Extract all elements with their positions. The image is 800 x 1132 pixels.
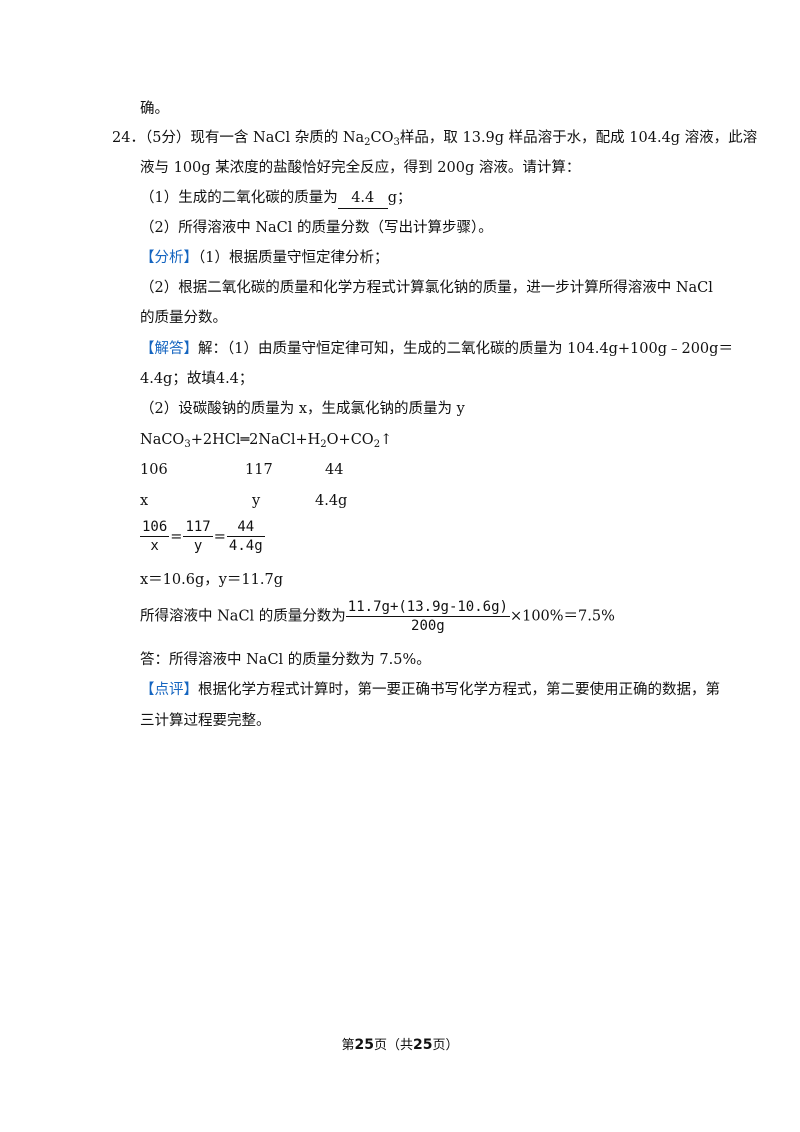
part-2: （2）所得溶液中 NaCl 的质量分数（写出计算步骤）。 <box>140 220 493 236</box>
ratio-row-1: 117 <box>245 462 273 478</box>
fraction: 11.7g+(13.9g-10.6g)200g <box>345 599 510 634</box>
question-line-2: 液与 100g 某浓度的盐酸恰好完全反应，得到 200g 溶液。请计算： <box>140 160 581 176</box>
text-line: 确。 <box>140 101 169 117</box>
analysis-line-2: （2）根据二氧化碳的质量和化学方程式计算氯化钠的质量，进一步计算所得溶液中 Na… <box>140 280 713 296</box>
solution-tag: 【解答】 <box>140 341 198 357</box>
solution-line-3: （2）设碳酸钠的质量为 x，生成氯化钠的质量为 y <box>140 401 465 417</box>
question-line-1: 24．（5分）现有一含 NaCl 杂质的 Na2CO3样品，取 13.9g 样品… <box>112 130 758 148</box>
ratio-row-1: 44 <box>325 462 344 478</box>
comment-line-1: 【点评】根据化学方程式计算时，第一要正确书写化学方程式，第二要使用正确的数据，第 <box>140 682 720 698</box>
analysis-line-3: 的质量分数。 <box>140 310 227 326</box>
page-number: 25 <box>354 1037 374 1053</box>
answer-line: 答：所得溶液中 NaCl 的质量分数为 7.5%。 <box>140 652 431 668</box>
question-number: 24． <box>112 130 145 146</box>
comment-tag: 【点评】 <box>140 682 198 698</box>
ratio-row-1: 106 <box>140 462 168 478</box>
total-pages: 25 <box>413 1037 433 1053</box>
solution-line-1: 【解答】解：（1）由质量守恒定律可知，生成的二氧化碳的质量为 104.4g+10… <box>140 341 733 357</box>
ratio-row-2: y <box>252 493 261 509</box>
page-footer: 第25页（共25页） <box>341 1037 459 1053</box>
solution-line-2: 4.4g；故填4.4； <box>140 371 254 387</box>
analysis-line-1: 【分析】（1）根据质量守恒定律分析； <box>140 250 389 266</box>
analysis-tag: 【分析】 <box>140 250 198 266</box>
answer-blank: 4.4 <box>337 188 388 209</box>
ratio-row-2: x <box>140 493 149 509</box>
ratio-row-2: 4.4g <box>315 493 348 509</box>
result-line: x＝10.6g，y＝11.7g <box>140 572 284 588</box>
comment-line-2: 三计算过程要完整。 <box>140 713 271 729</box>
chemical-equation: NaCO3+2HCl═2NaCl+H2O+CO2↑ <box>140 432 393 450</box>
